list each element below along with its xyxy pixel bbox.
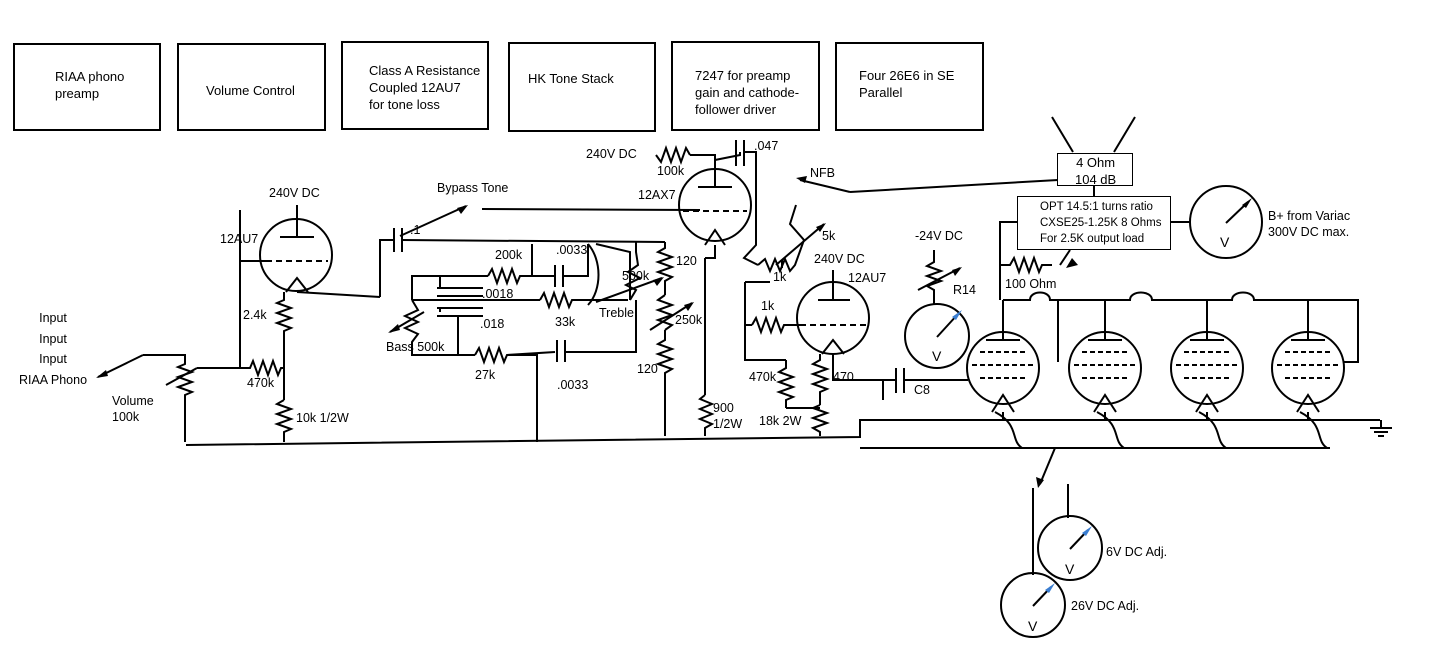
block-26e6-text: Four 26E6 in SE Parallel [859,68,955,100]
block-riaa-text: RIAA phono preamp [55,69,125,101]
tube1-label: 12AU7 [220,232,259,246]
fil26-label: 26V DC Adj. [1071,599,1140,613]
r-1k-b-label: 1k [761,299,775,313]
r-120a-label: 120 [676,254,697,268]
tube-12au7-1 [240,205,381,298]
speaker-opt [999,116,1263,300]
r-10k-label: 10k 1/2W [296,411,349,425]
tube3-label: 12AU7 [848,271,887,285]
c8-bias [883,250,970,393]
fil6-label: 6V DC Adj. [1106,545,1168,559]
r-27k-label: 27k [475,368,496,382]
r14-label: R14 [953,283,976,297]
p-500k-label: 500k [622,269,650,283]
r-1k-a-label: 1k [773,270,787,284]
r-18k-label: 18k 2W [759,414,802,428]
p-5k-label: 5k [822,229,836,243]
block-26e6: Four 26E6 in SE Parallel [835,42,984,131]
supply1-label: 240V DC [269,186,320,200]
c-047-label: .047 [754,139,779,153]
bplus-label: B+ from Variac 300V DC max. [1268,209,1351,239]
block-7247: 7247 for preamp gain and cathode- follow… [671,41,820,131]
r-250k-label: 250k [675,313,703,327]
speaker-text: 4 Ohm 104 dB [1075,155,1117,187]
bypass-label: Bypass Tone [437,181,509,195]
cap-01-label: .1 [410,223,421,237]
bias-meter-v: V [932,348,942,364]
treble-label: Treble [599,306,634,320]
block-hk-tone: HK Tone Stack [508,42,656,132]
c8-label: C8 [914,383,930,397]
bass-label: Bass 500k [386,340,445,354]
block-hk-tone-text: HK Tone Stack [528,71,614,86]
r-470k-a-label: 470k [247,376,275,390]
block-class-a: Class A Resistance Coupled 12AU7 for ton… [341,41,489,130]
input-attenuator [649,242,694,436]
r-100ohm-label: 100 Ohm [1005,277,1057,291]
r-2k4-label: 2.4k [243,308,267,322]
opt-box: OPT 14.5:1 turns ratio CXSE25-1.25K 8 Oh… [1017,196,1171,250]
r-900-label: 900 1/2W [713,401,743,431]
r-100k-label: 100k [657,164,685,178]
bias-label: -24V DC [915,229,963,243]
tone-stack [388,242,664,442]
block-volume-text: Volume Control [206,83,295,98]
bplus-meter-v: V [1220,234,1230,250]
supply2-label: 240V DC [586,147,637,161]
block-class-a-text: Class A Resistance Coupled 12AU7 for ton… [369,63,481,112]
filament-supply [1000,447,1103,638]
tube-12au7-2 [796,270,884,436]
r-470k-b-label: 470k [749,370,777,384]
c-0018-label: .0018 [482,287,514,301]
c-0033a-label: .0033 [556,243,588,257]
input-selector-switch [96,354,186,378]
c-0033b-label: .0033 [557,378,589,392]
nfb-line [796,176,1059,193]
c-018-label: .018 [480,317,505,331]
coupling-cap-01 [379,205,701,297]
nfb-label: NFB [810,166,835,180]
ground-bus [185,419,1392,446]
r-200k-label: 200k [495,248,523,262]
r-470-label: 470 [833,370,854,384]
input-labels: Input Input Input RIAA Phono [18,311,88,387]
block-7247-text: 7247 for preamp gain and cathode- follow… [695,68,800,117]
opt-text: OPT 14.5:1 turns ratio CXSE25-1.25K 8 Oh… [1040,201,1162,245]
volume-label: Volume 100k [112,394,154,424]
block-riaa: RIAA phono preamp [13,43,161,131]
fil6-meter-v: V [1065,561,1075,577]
cathode-chain-1 [240,292,294,442]
tube2-label: 12AX7 [638,188,676,202]
phase-network [744,204,826,409]
r-33k-label: 33k [555,315,576,329]
block-volume: Volume Control [177,43,326,131]
fil26-meter-v: V [1028,618,1038,634]
tube-12ax7 [655,140,759,436]
output-tubes [860,291,1359,449]
speaker-box: 4 Ohm 104 dB [1057,153,1133,187]
supply3-label: 240V DC [814,252,865,266]
r-120b-label: 120 [637,362,658,376]
